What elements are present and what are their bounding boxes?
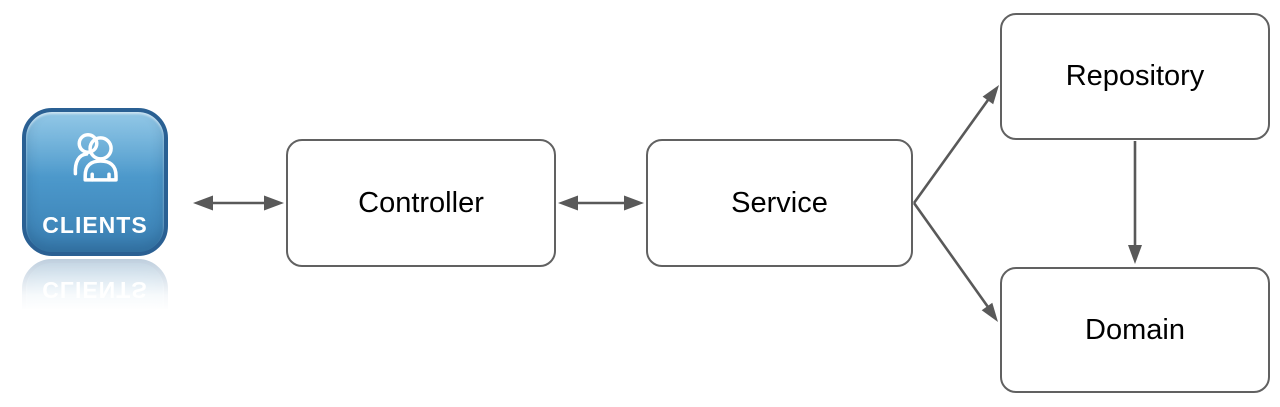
edge-controller-service	[558, 195, 644, 211]
arrowhead	[1128, 245, 1142, 264]
node-repository-label: Repository	[1065, 60, 1205, 92]
arrowhead	[982, 85, 999, 105]
edge-repository-domain	[1128, 141, 1142, 264]
arrowhead-left	[193, 195, 213, 211]
node-service-label: Service	[731, 186, 828, 219]
users-icon	[73, 133, 118, 182]
node-clients: CLIENTS	[22, 108, 168, 256]
node-controller-label: Controller	[358, 186, 484, 219]
arrowhead-left	[558, 195, 578, 211]
clients-label: CLIENTS	[42, 212, 148, 238]
node-domain-label: Domain	[1085, 313, 1185, 346]
node-domain: Domain	[1000, 267, 1270, 393]
edge-clients-controller	[193, 195, 284, 211]
node-repository: Repository	[1000, 13, 1270, 140]
clients-reflection: CLIENTS	[22, 259, 168, 309]
edge-service-domain	[912, 202, 998, 322]
arrowhead-right	[624, 195, 644, 211]
edge-service-repository	[912, 85, 999, 204]
node-service: Service	[646, 139, 913, 267]
arrowhead	[981, 302, 998, 322]
node-controller: Controller	[286, 139, 556, 267]
reflection-fade-overlay	[22, 259, 168, 309]
arrowhead-right	[264, 195, 284, 211]
